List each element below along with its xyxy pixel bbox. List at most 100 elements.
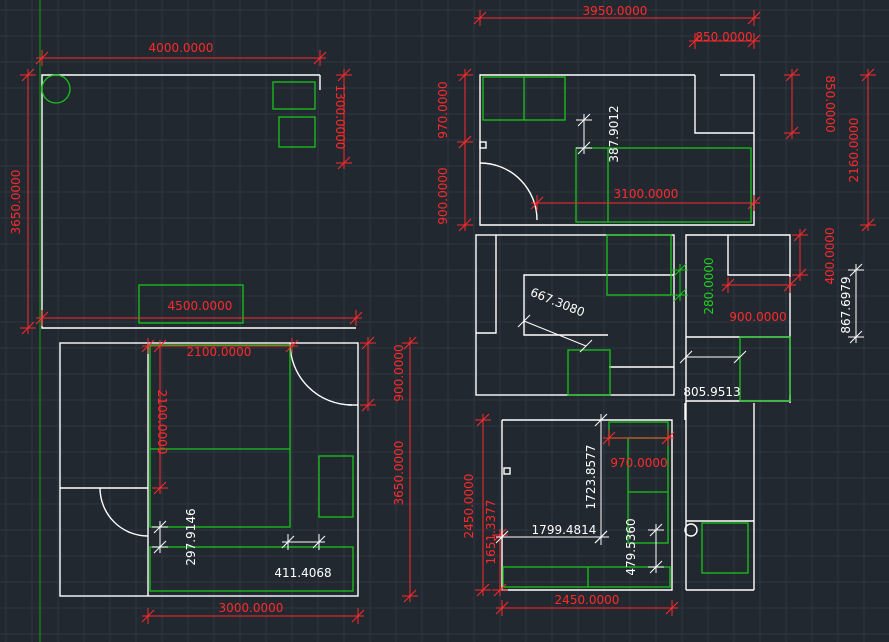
dim-1300: 1300.0000 (333, 85, 347, 150)
dimension-line (577, 141, 591, 155)
room-bottom-left-walls (59, 342, 359, 597)
dim-2100: 2100.0000 (187, 345, 252, 359)
dimension-line (579, 339, 593, 353)
dimension-line (530, 196, 544, 210)
tv-stand-furniture (138, 284, 244, 324)
dimension-line (793, 228, 807, 242)
dim-970-mid: 970.0000 (610, 456, 667, 470)
room-top-right-walls (479, 74, 755, 226)
dimension-line (577, 113, 591, 127)
dimension-line (35, 311, 49, 325)
chair-furniture (567, 349, 611, 396)
dim-3000: 3000.0000 (219, 601, 284, 615)
dimension-line (602, 431, 616, 445)
dimension-line (785, 126, 799, 140)
dimension-line (849, 330, 863, 344)
dim-1723: 1723.8577 (584, 445, 598, 510)
dim-400: 400.0000 (823, 227, 837, 284)
dimension-line (281, 535, 295, 549)
dimension-line (35, 51, 49, 65)
cabinet-furniture-small (278, 116, 316, 148)
plant-furniture (41, 74, 71, 104)
dimension-line (361, 398, 375, 412)
dimension-line (493, 528, 507, 542)
dimension-line (349, 311, 363, 325)
dimension-line (733, 350, 747, 364)
dimension-line (783, 278, 797, 292)
dimension-line (403, 589, 417, 603)
dimension-line (141, 609, 155, 623)
room-top-left-walls (41, 74, 356, 329)
dim-280: 280.0000 (702, 257, 716, 314)
dim-1799: 1799.4814 (532, 523, 597, 537)
table-furniture (606, 234, 672, 296)
dimension-line (594, 413, 608, 427)
dim-1651: 1651.3377 (484, 500, 498, 565)
dimension-line (661, 431, 675, 445)
dimension-line (476, 583, 490, 597)
cabinet-furniture (272, 81, 316, 110)
dim-3650-left: 3650.0000 (9, 170, 23, 235)
dimension-line (21, 68, 35, 82)
dimension-line (313, 51, 327, 65)
dimension-line (351, 609, 365, 623)
dimension-line (785, 68, 799, 82)
dimension-line (495, 601, 509, 615)
dimension-line (458, 68, 472, 82)
dim-387: 387.9012 (607, 105, 621, 162)
dimension-line (285, 339, 299, 353)
dimension-line (153, 520, 167, 534)
dim-2100-vertical: 2100.0000 (155, 390, 169, 455)
dimension-lines (20, 10, 876, 624)
dim-4500: 4500.0000 (168, 299, 233, 313)
dimension-line (473, 11, 487, 25)
dimension-line (594, 530, 608, 544)
dim-3950: 3950.0000 (583, 4, 648, 18)
dimension-line (747, 196, 761, 210)
dimension-line (673, 263, 687, 277)
dimension-line (679, 350, 693, 364)
dimension-line (153, 481, 167, 495)
dimension-line (747, 11, 761, 25)
dimension-line (153, 540, 167, 554)
dimension-line (849, 263, 863, 277)
dim-900-right: 900.0000 (392, 344, 406, 401)
dim-900-mid: 900.0000 (729, 310, 786, 324)
wardrobe-furniture (149, 546, 354, 592)
dimension-line (673, 288, 687, 302)
dim-297: 297.9146 (184, 508, 198, 565)
dimension-line (747, 34, 761, 48)
dimension-line (361, 336, 375, 350)
toilet-furniture (701, 522, 749, 574)
dim-850-side: 850.0000 (823, 75, 837, 132)
dimension-line (495, 530, 509, 544)
dimension-line (517, 314, 531, 328)
dim-850-top: 850.0000 (695, 30, 752, 44)
dimension-line (523, 320, 587, 347)
cabinet-corridor-furniture (739, 336, 791, 402)
dimension-line (403, 336, 417, 350)
dimension-line (141, 339, 155, 353)
dimension-line (21, 321, 35, 335)
dim-805: 805.9513 (683, 385, 740, 399)
dim-970-left: 970.0000 (436, 81, 450, 138)
dimension-line (312, 535, 326, 549)
dim-2450-vertical: 2450.0000 (462, 474, 476, 539)
dimension-line (493, 583, 507, 597)
dim-3650-right: 3650.0000 (392, 441, 406, 506)
dim-2450-bottom: 2450.0000 (555, 593, 620, 607)
bench-furniture (502, 566, 671, 588)
dimension-line (153, 339, 167, 353)
dimension-line (337, 156, 351, 170)
dimension-line (861, 218, 875, 232)
dim-4000: 4000.0000 (149, 41, 214, 55)
walls (41, 74, 791, 597)
desk-furniture (318, 455, 354, 518)
bed-furniture (149, 344, 291, 528)
dimension-line (458, 218, 472, 232)
shelf-furniture (608, 421, 669, 439)
dimension-line (649, 523, 663, 537)
dim-411: 411.4068 (274, 566, 331, 580)
